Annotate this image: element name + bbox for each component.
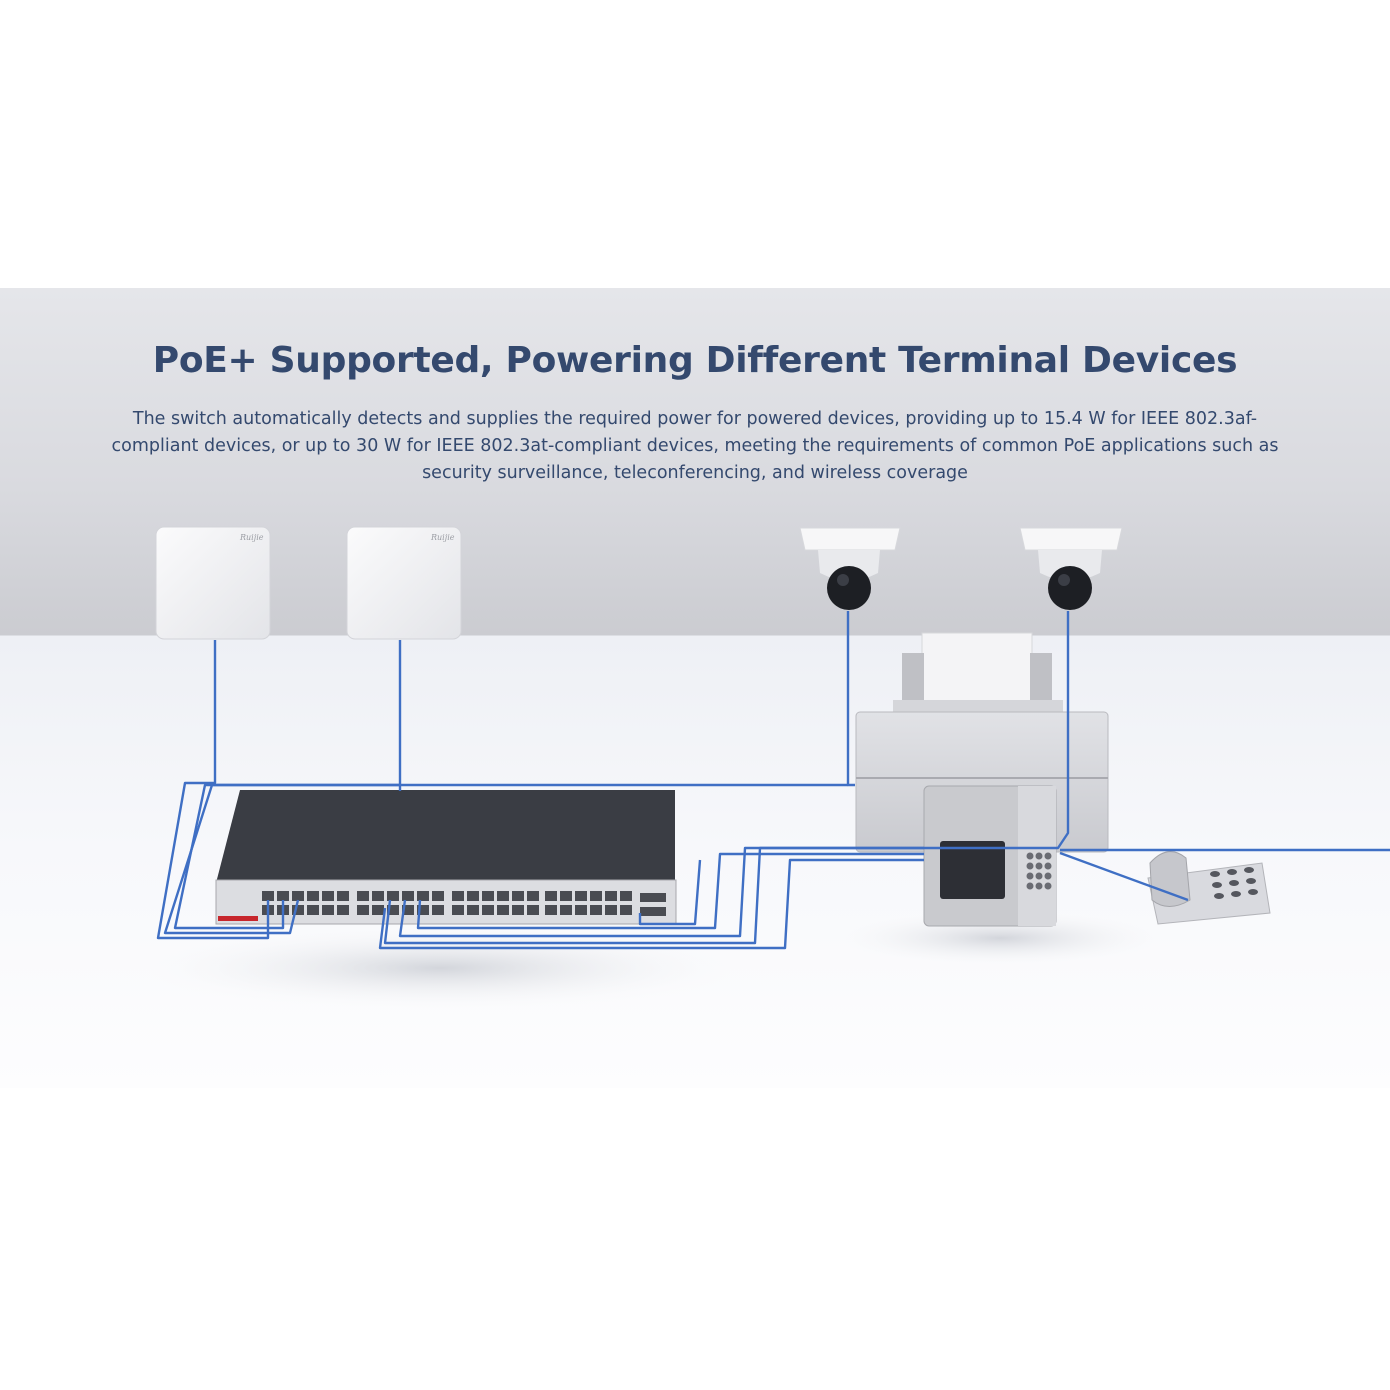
poe-banner: PoE+ Supported, Powering Different Termi… [0,288,1390,1088]
desk-phone [1147,851,1271,925]
access-point-2: Ruijie [346,526,462,640]
video-phone [923,785,1057,927]
ap-brand-label: Ruijie [239,533,264,542]
access-point-1: Ruijie [155,526,271,640]
dome-camera-2 [1019,527,1123,610]
ap-brand-label: Ruijie [430,533,455,542]
dome-camera-1 [799,527,901,610]
printer [855,632,1109,853]
poe-network-illustration: Ruijie Ruijie [110,526,1390,1013]
ethernet-cables [156,611,1390,950]
page-title: PoE+ Supported, Powering Different Termi… [152,340,1238,381]
page-description: The switch automatically detects and sup… [111,409,1279,483]
network-switch [215,790,677,925]
